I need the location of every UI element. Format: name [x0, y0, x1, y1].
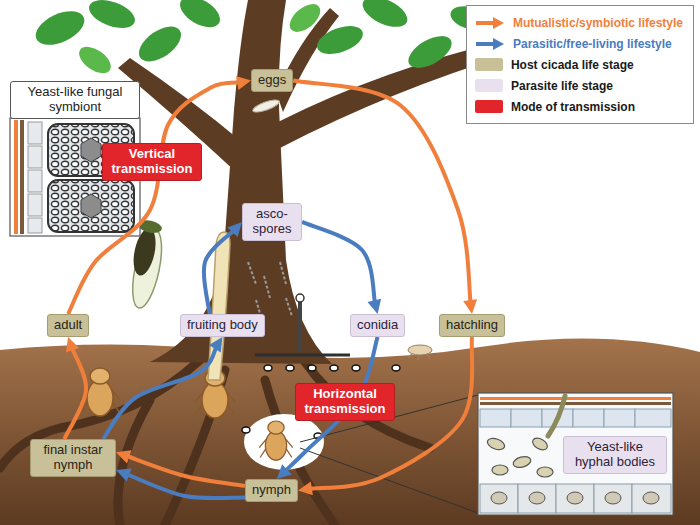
hyphal-inset	[478, 393, 673, 515]
arrow-head	[368, 299, 382, 314]
host-stage-box: hatchling	[439, 314, 505, 337]
host-stage-box: final instar nymph	[30, 439, 116, 477]
legend-color-swatch	[475, 58, 503, 71]
transmission-box: Horizontal transmission	[295, 383, 395, 421]
legend-text: Parasite life stage	[511, 79, 613, 93]
parasitic-arrow	[302, 222, 381, 314]
inset-title-box: Yeast-like fungal symbiont	[10, 81, 140, 119]
legend-text: Mode of transmission	[511, 100, 635, 114]
legend-box: Mutualistic/symbiotic lifestyleParasitic…	[466, 5, 694, 124]
arrow-head	[116, 450, 132, 463]
arrow-head	[116, 468, 132, 481]
egg-batch	[251, 97, 280, 114]
hatchling	[408, 345, 432, 360]
legend-row: Mutualistic/symbiotic lifestyle	[475, 12, 683, 33]
symbiotic-arrow	[64, 337, 86, 439]
connector-line	[103, 345, 217, 439]
legend-row: Parasitic/free-living lifestyle	[475, 33, 683, 54]
legend-text: Parasitic/free-living lifestyle	[513, 37, 672, 51]
arrow-head	[236, 76, 251, 90]
host-stage-box: eggs	[251, 69, 293, 92]
arrow-head	[277, 464, 292, 479]
legend-color-swatch	[475, 79, 503, 92]
parasitic-arrow	[116, 468, 245, 498]
soil	[0, 339, 700, 525]
nymph-burrow	[244, 414, 324, 470]
node-text: asco- spores	[249, 207, 295, 237]
parasite-stage-box: fruiting body	[180, 314, 265, 337]
node-text: conidia	[357, 318, 398, 333]
symbiotic-arrow	[116, 450, 245, 486]
node-text: Yeast-like fungal symbiont	[17, 85, 133, 115]
legend-arrow-swatch	[475, 16, 505, 30]
node-text: final instar nymph	[37, 443, 109, 473]
symbiotic-arrow	[293, 81, 477, 315]
legend-arrow-head	[493, 38, 504, 50]
tree-roots	[0, 360, 430, 525]
connector-line	[302, 222, 375, 304]
legend-arrow-line	[476, 21, 495, 25]
arrow-head	[463, 299, 477, 314]
legend-text: Mutualistic/symbiotic lifestyle	[513, 16, 683, 30]
node-text: adult	[54, 318, 82, 333]
arrow-head	[298, 481, 313, 495]
transmission-box: Vertical transmission	[102, 143, 202, 181]
parasite-stage-box: conidia	[350, 314, 405, 337]
connector-line	[293, 81, 471, 305]
parasite-stage-box: asco- spores	[242, 203, 302, 241]
node-text: nymph	[252, 483, 291, 498]
arrow-head	[227, 222, 242, 237]
node-text: hatchling	[446, 318, 498, 333]
node-text: Vertical transmission	[109, 147, 195, 177]
parasitic-arrow	[204, 222, 242, 314]
arrow-head	[209, 337, 222, 353]
connector-line	[204, 229, 235, 314]
legend-text: Host cicada life stage	[511, 58, 634, 72]
soil-ground	[0, 339, 700, 525]
legend-arrow-head	[493, 17, 504, 29]
node-text: Yeast-like hyphal bodies	[570, 440, 660, 470]
parasite-stage-box: Yeast-like hyphal bodies	[563, 436, 667, 474]
legend-color-swatch	[475, 100, 503, 113]
ascospores	[248, 262, 292, 320]
legend-row: Mode of transmission	[475, 96, 683, 117]
arrow-head	[66, 337, 79, 353]
connector-line	[64, 346, 86, 439]
node-text: Horizontal transmission	[302, 387, 388, 417]
parasitic-arrow	[103, 337, 222, 439]
host-stage-box: nymph	[245, 479, 298, 502]
legend-arrow-swatch	[475, 37, 505, 51]
node-text: fruiting body	[187, 318, 258, 333]
host-stage-box: adult	[47, 314, 89, 337]
legend-row: Host cicada life stage	[475, 54, 683, 75]
legend-row: Parasite life stage	[475, 75, 683, 96]
legend-arrow-line	[476, 42, 495, 46]
connector-line	[125, 474, 245, 499]
node-text: eggs	[258, 73, 286, 88]
